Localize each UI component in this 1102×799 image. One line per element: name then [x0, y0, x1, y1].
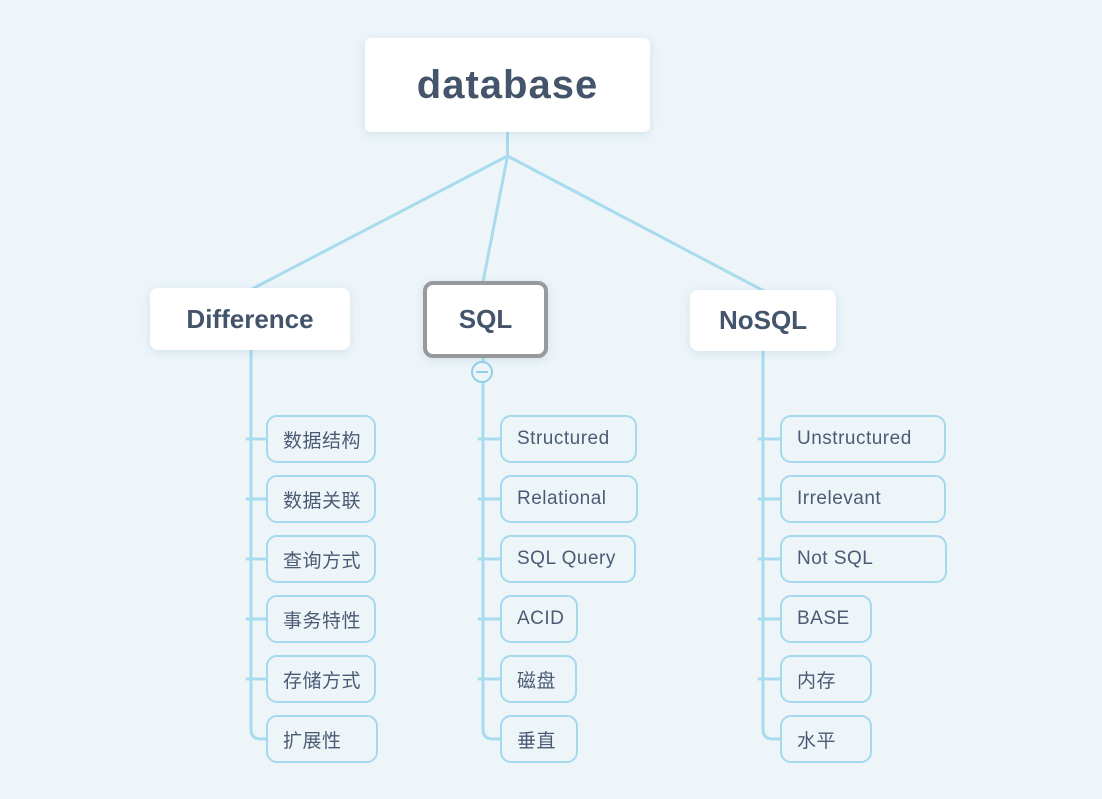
child-node-scalability[interactable]: 扩展性 — [266, 715, 378, 763]
child-node-base[interactable]: BASE — [780, 595, 872, 643]
child-node-transaction[interactable]: 事务特性 — [266, 595, 376, 643]
child-node-query-method[interactable]: 查询方式 — [266, 535, 376, 583]
branch-node-nosql[interactable]: NoSQL — [690, 290, 836, 351]
child-node-data-structure[interactable]: 数据结构 — [266, 415, 376, 463]
child-node-irrelevant[interactable]: Irrelevant — [780, 475, 946, 523]
child-node-disk[interactable]: 磁盘 — [500, 655, 577, 703]
child-node-acid[interactable]: ACID — [500, 595, 578, 643]
child-node-not-sql[interactable]: Not SQL — [780, 535, 947, 583]
child-node-unstructured[interactable]: Unstructured — [780, 415, 946, 463]
root-node-database[interactable]: database — [365, 38, 650, 132]
branch-node-sql[interactable]: SQL — [423, 281, 548, 358]
child-node-structured[interactable]: Structured — [500, 415, 637, 463]
child-node-storage-method[interactable]: 存储方式 — [266, 655, 376, 703]
collapse-minus-icon[interactable] — [471, 361, 493, 383]
minus-glyph — [476, 371, 488, 373]
child-node-horizontal[interactable]: 水平 — [780, 715, 872, 763]
child-node-vertical[interactable]: 垂直 — [500, 715, 578, 763]
child-node-memory[interactable]: 内存 — [780, 655, 872, 703]
child-node-data-association[interactable]: 数据关联 — [266, 475, 376, 523]
child-node-relational[interactable]: Relational — [500, 475, 638, 523]
child-node-sql-query[interactable]: SQL Query — [500, 535, 636, 583]
branch-node-difference[interactable]: Difference — [150, 288, 350, 350]
